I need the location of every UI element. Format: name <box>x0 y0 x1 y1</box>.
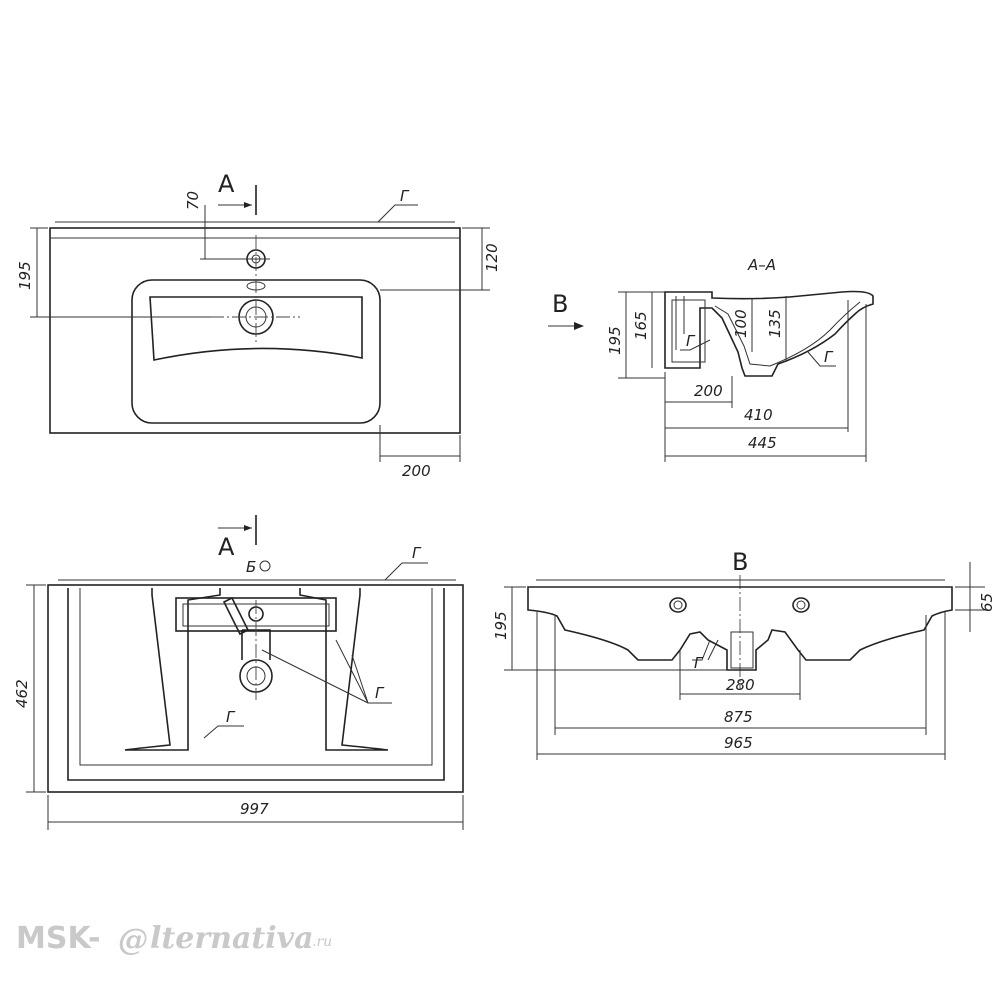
dim-side-195: 195 <box>492 611 510 640</box>
top-view: A 70 195 120 200 Г <box>16 170 501 480</box>
dim-120: 120 <box>483 243 501 272</box>
surface-label-ribs: Г <box>375 684 385 702</box>
dim-195: 195 <box>16 261 34 290</box>
side-mount-hole-right <box>792 597 810 613</box>
dim-sec-165: 165 <box>632 311 650 340</box>
leader-g-bottom <box>203 725 244 739</box>
surface-label-section-2: Г <box>824 348 834 366</box>
side-mount-hole-left <box>669 597 687 613</box>
watermark-prefix: MSK- <box>16 921 101 956</box>
support-rib-right <box>299 588 389 751</box>
section-mark-a-top: A <box>218 170 235 198</box>
leader-g-side <box>692 639 719 661</box>
dim-997: 997 <box>240 800 269 818</box>
dim-200: 200 <box>402 462 431 480</box>
view-arrow-b: B <box>552 290 568 318</box>
dim-sec-135: 135 <box>766 309 784 338</box>
overflow-channel <box>222 596 250 636</box>
dim-sec-100: 100 <box>732 309 750 338</box>
leader-g-bottom-top <box>384 562 428 581</box>
bottom-view: A Б 462 997 Г Г Г <box>13 515 464 830</box>
watermark-logo: MSK- @ lternativa .ru <box>16 921 332 958</box>
watermark-suffix: .ru <box>312 934 332 950</box>
section-mark-a-bottom: A <box>218 533 235 561</box>
dim-875: 875 <box>724 708 753 726</box>
dim-280: 280 <box>726 676 755 694</box>
dim-sec-445: 445 <box>748 434 777 452</box>
section-title: А–А <box>747 256 776 274</box>
dim-sec-195: 195 <box>606 326 624 355</box>
leader-g-ribs <box>261 639 392 704</box>
section-view: А–А B 195 165 100 135 200 410 445 Г <box>548 256 874 462</box>
dim-sec-200: 200 <box>694 382 723 400</box>
watermark-at-sign: @ <box>118 923 148 958</box>
detail-circle <box>259 560 271 572</box>
drain-neck <box>241 629 271 660</box>
dim-side-65: 65 <box>978 593 996 612</box>
surface-label-bottom: Г <box>226 708 236 726</box>
bottom-inner-rim-2 <box>79 588 433 766</box>
side-profile-outline <box>527 586 953 671</box>
dim-70: 70 <box>184 191 202 210</box>
side-mount-hole-left-inner <box>673 600 683 610</box>
leader-g-section-2 <box>807 351 836 367</box>
watermark-word: lternativa <box>150 921 314 956</box>
surface-label-side: Г <box>694 654 704 672</box>
leader-g-top <box>377 204 418 223</box>
detail-mark-b: Б <box>246 558 256 576</box>
side-drain-block <box>730 631 754 669</box>
bowl-inner-outline <box>149 296 363 361</box>
dim-965: 965 <box>724 734 753 752</box>
bottom-view-outline <box>47 584 464 793</box>
side-view-title: B <box>732 548 748 576</box>
dim-462: 462 <box>13 679 31 708</box>
surface-label-section-1: Г <box>686 332 696 350</box>
surface-label-bottom-top: Г <box>412 544 422 562</box>
surface-label-top: Г <box>400 187 410 205</box>
dim-sec-410: 410 <box>744 406 773 424</box>
side-mount-hole-right-inner <box>796 600 806 610</box>
view-arrow-head <box>574 322 584 330</box>
section-arrow-head-bottom <box>244 525 252 531</box>
leader-g-section-1 <box>680 339 711 351</box>
section-wall-lines <box>675 296 685 350</box>
support-rib-left <box>124 588 221 751</box>
bottom-inner-rim <box>67 588 445 781</box>
top-view-outline <box>49 227 461 434</box>
side-view: B 195 65 280 875 965 Г <box>492 548 996 760</box>
section-arrow-head <box>244 202 252 208</box>
section-profile-outer <box>664 290 874 377</box>
